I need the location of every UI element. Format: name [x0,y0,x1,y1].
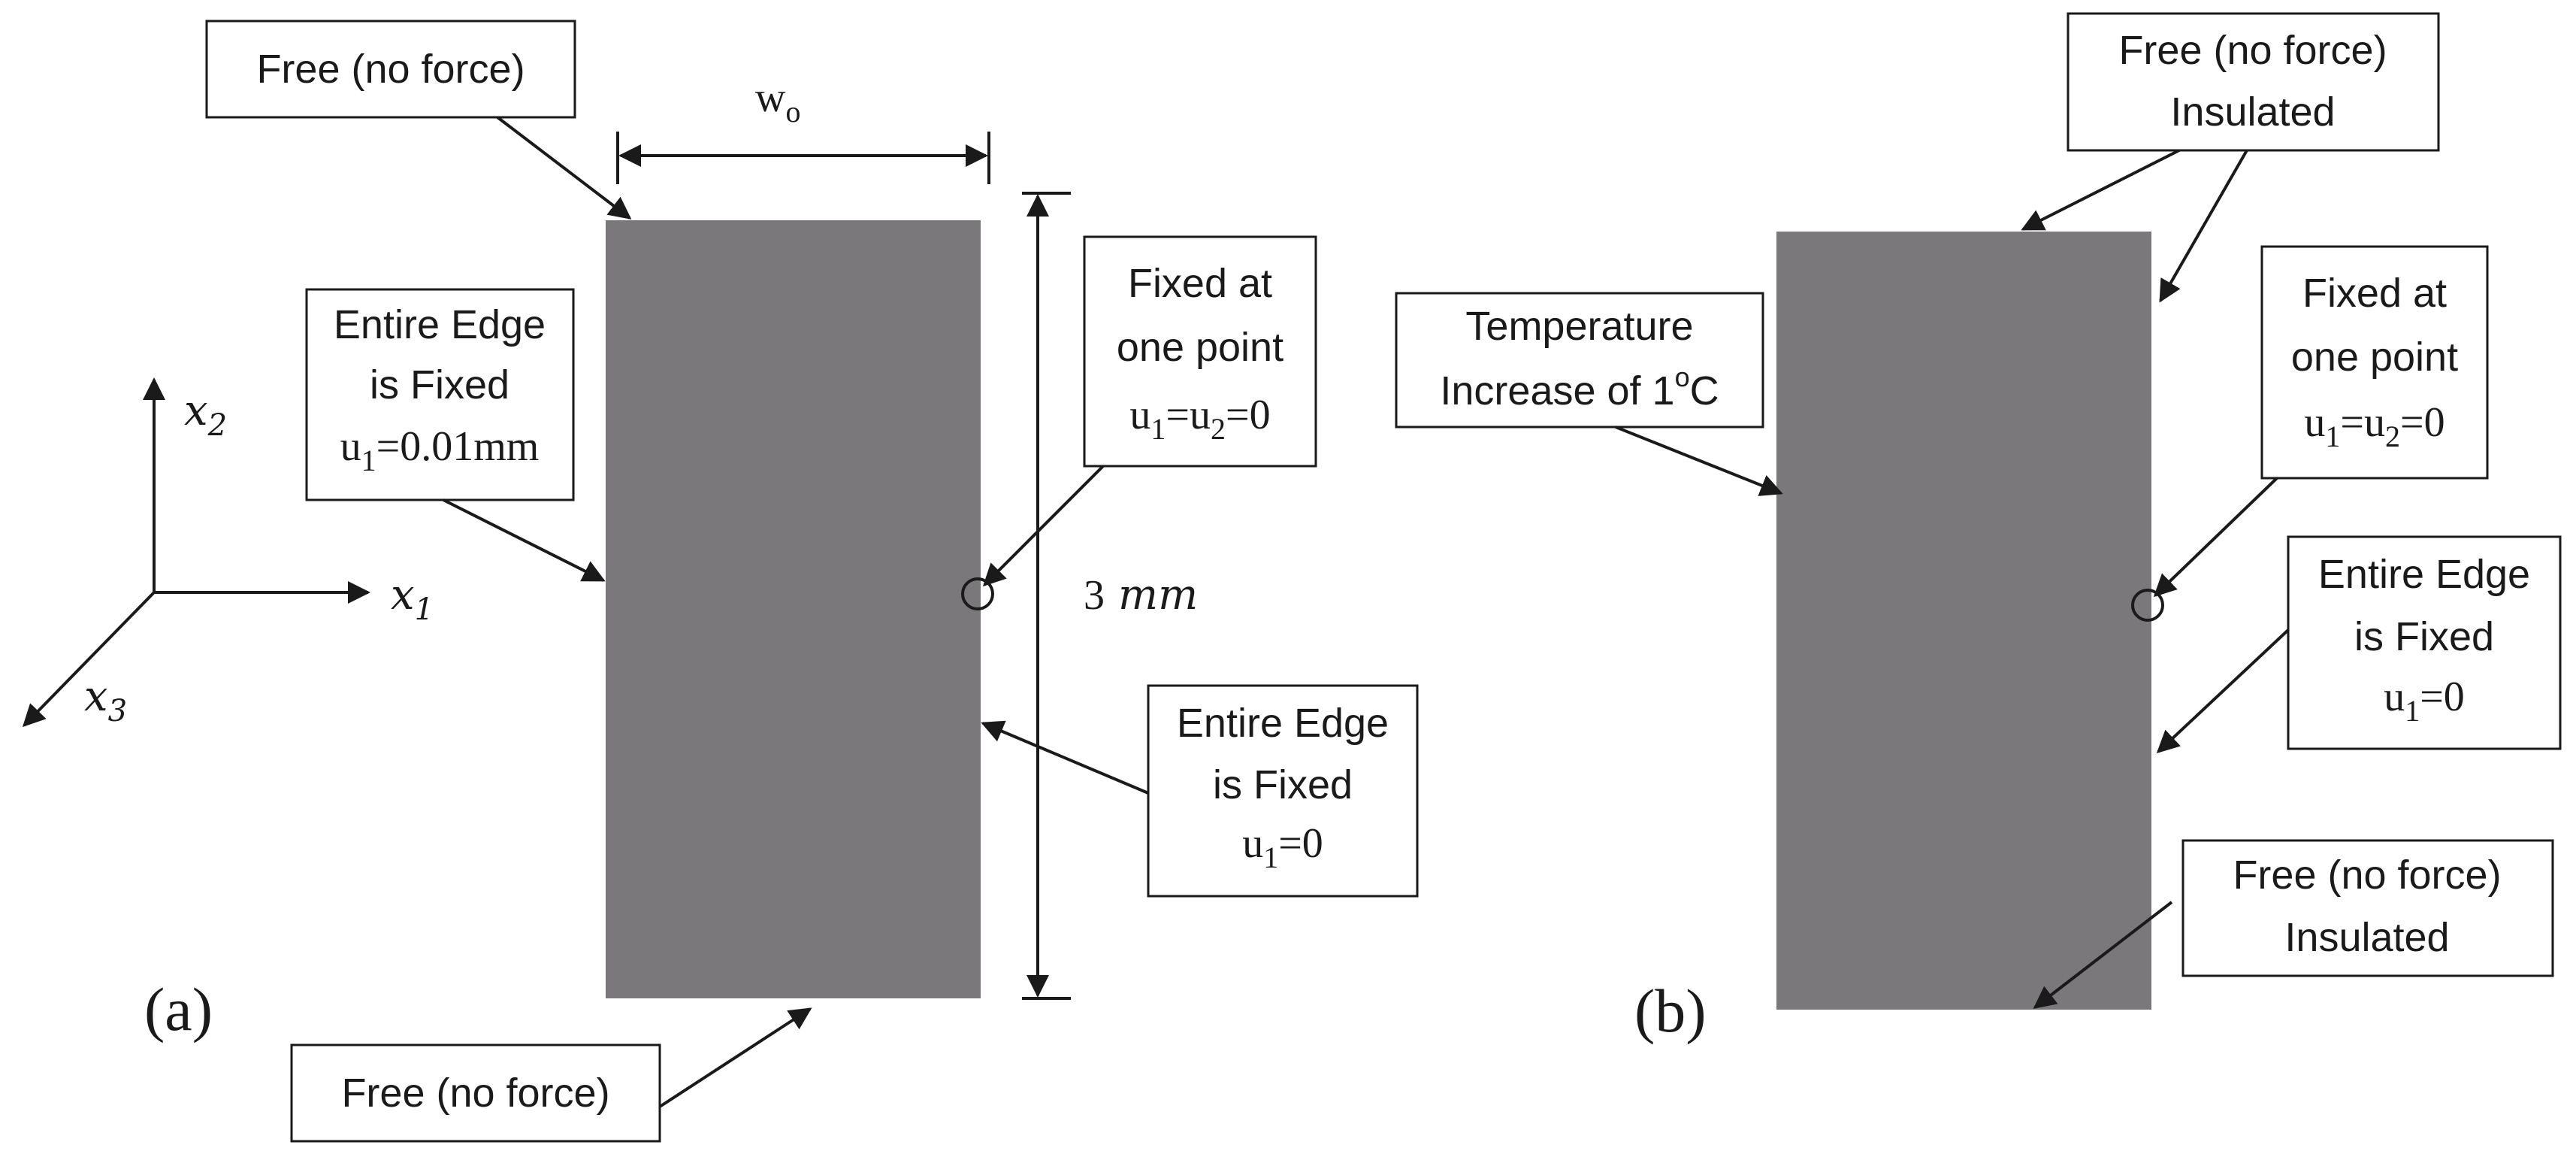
panel-b-right-edge-line2: is Fixed [2354,614,2494,659]
panel-a-fixed-point-line2: one point [1117,325,1283,370]
panel-a-bottom-free-text: Free (no force) [341,1071,609,1116]
panel-b-top-arrow-to-right-edge [2159,150,2248,303]
panel-a-right-edge-arrow [981,720,1149,795]
panel-b-right-edge-line1: Entire Edge [2318,552,2530,597]
panel-a-fixed-point-equation: u1=u2=0 [1129,392,1270,446]
panel-b-fixed-point-callout: Fixed at one point u1=u2=0 [2260,245,2489,480]
panel-a-right-edge-line1: Entire Edge [1177,701,1389,746]
x3-axis-label: x3 [84,672,127,728]
panel-a-label: (a) [144,975,213,1043]
panel-a-left-edge-line1: Entire Edge [334,302,546,347]
panel-a-fixed-point-callout: Fixed at one point u1=u2=0 [1083,235,1317,468]
panel-b-bottom-arrow [2033,901,2173,1009]
panel-b-plate [1776,232,2151,1010]
panel-b-right-edge-callout: Entire Edge is Fixed u1=0 [2287,535,2562,750]
panel-a-top-free-callout: Free (no force) [205,20,576,119]
panel-b-bottom-callout: Free (no force) Insulated [2181,839,2554,977]
panel-a-right-edge-line2: is Fixed [1213,762,1353,807]
panel-a-right-edge-callout: Entire Edge is Fixed u1=0 [1147,684,1419,898]
panel-a-bottom-free-arrow [658,1007,812,1108]
panel-b-top-callout: Free (no force) Insulated [2067,12,2440,152]
panel-b-top-line1: Free (no force) [2118,28,2387,73]
panel-a-right-edge-equation: u1=0 [1242,820,1323,874]
x2-axis-label: x2 [184,386,227,443]
panel-a-left-edge-arrow [443,498,606,582]
panel-a-left-edge-line2: is Fixed [370,362,509,407]
panel-b-top-arrow-to-top-edge [2021,149,2180,231]
panel-a-plate [606,220,981,998]
panel-b-temperature-line1: Temperature [1465,304,1693,349]
panel-a-left-edge-callout: Entire Edge is Fixed u1=0.01mm [305,288,575,501]
panel-a-top-free-text: Free (no force) [256,47,525,92]
panel-b-right-edge-arrow [2156,628,2290,754]
panel-a-top-free-arrow [496,116,632,220]
panel-a-left-edge-equation: u1=0.01mm [340,423,540,477]
panel-a-fixed-point-marker [961,577,994,610]
panel-b-fixed-point-line2: one point [2291,335,2458,380]
panel-b-right-edge-equation: u1=0 [2384,674,2465,728]
coordinate-axes: x2 x1 x3 [22,377,434,728]
panel-b-bottom-line1: Free (no force) [2233,853,2501,898]
panel-b-top-line2: Insulated [2170,89,2335,135]
x1-axis-label: x1 [391,571,434,627]
panel-b-bottom-line2: Insulated [2284,915,2449,960]
panel-b-fixed-point-arrow [2153,477,2278,598]
panel-a-bottom-free-callout: Free (no force) [290,1043,661,1143]
x3-axis-arrow [22,591,156,728]
panel-b-label: (b) [1634,977,1707,1045]
panel-b-temperature-callout: Temperature Increase of 1oC [1395,292,1764,429]
panel-b-fixed-point-line1: Fixed at [2302,271,2447,316]
width-label: wo [755,74,800,129]
panel-b: Free (no force) Insulated Temperature In… [1395,12,2562,1045]
panel-a-fixed-point-line1: Fixed at [1128,261,1272,306]
panel-b-temperature-arrow [1615,426,1783,496]
panel-b-fixed-point-equation: u1=u2=0 [2304,399,2444,453]
panel-b-fixed-point-marker [2131,589,2164,622]
panel-b-temperature-line2: Increase of 1oC [1440,362,1719,413]
panel-a-fixed-point-arrow [982,465,1105,587]
